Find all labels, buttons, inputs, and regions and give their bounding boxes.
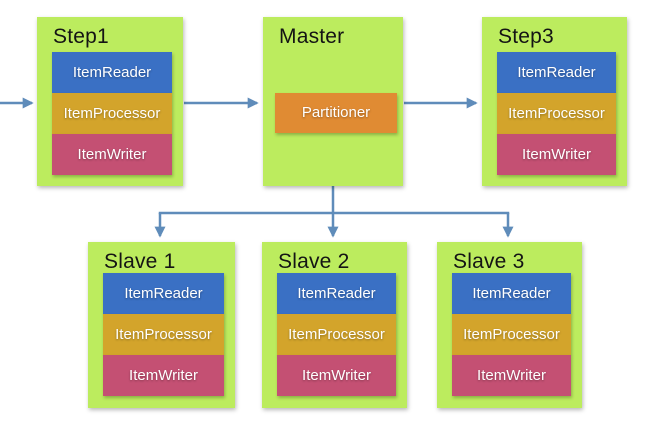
node-title: Step1 bbox=[53, 25, 109, 48]
component-itemwriter[interactable]: ItemWriter bbox=[277, 355, 396, 396]
component-itemwriter[interactable]: ItemWriter bbox=[452, 355, 571, 396]
node-step1[interactable]: Step1 ItemReader ItemProcessor ItemWrite… bbox=[37, 17, 183, 186]
node-title: Slave 3 bbox=[453, 250, 525, 273]
node-title: Step3 bbox=[498, 25, 554, 48]
component-stack: ItemReader ItemProcessor ItemWriter bbox=[103, 273, 224, 396]
component-itemreader[interactable]: ItemReader bbox=[277, 273, 396, 314]
node-slave1[interactable]: Slave 1 ItemReader ItemProcessor ItemWri… bbox=[88, 242, 235, 408]
component-stack: ItemReader ItemProcessor ItemWriter bbox=[52, 52, 172, 175]
node-master[interactable]: Master Partitioner bbox=[263, 17, 403, 186]
component-itemwriter[interactable]: ItemWriter bbox=[497, 134, 616, 175]
node-slave2[interactable]: Slave 2 ItemReader ItemProcessor ItemWri… bbox=[262, 242, 407, 408]
component-partitioner[interactable]: Partitioner bbox=[275, 93, 397, 133]
node-title: Slave 2 bbox=[278, 250, 350, 273]
node-slave3[interactable]: Slave 3 ItemReader ItemProcessor ItemWri… bbox=[437, 242, 582, 408]
component-stack: ItemReader ItemProcessor ItemWriter bbox=[277, 273, 396, 396]
component-itemprocessor[interactable]: ItemProcessor bbox=[497, 93, 616, 134]
component-itemreader[interactable]: ItemReader bbox=[452, 273, 571, 314]
component-itemwriter[interactable]: ItemWriter bbox=[103, 355, 224, 396]
component-itemprocessor[interactable]: ItemProcessor bbox=[103, 314, 224, 355]
component-stack: ItemReader ItemProcessor ItemWriter bbox=[497, 52, 616, 175]
component-itemreader[interactable]: ItemReader bbox=[52, 52, 172, 93]
component-itemreader[interactable]: ItemReader bbox=[497, 52, 616, 93]
node-title: Master bbox=[279, 25, 345, 48]
component-itemprocessor[interactable]: ItemProcessor bbox=[52, 93, 172, 134]
node-title: Slave 1 bbox=[104, 250, 176, 273]
component-stack: ItemReader ItemProcessor ItemWriter bbox=[452, 273, 571, 396]
component-itemprocessor[interactable]: ItemProcessor bbox=[452, 314, 571, 355]
node-step3[interactable]: Step3 ItemReader ItemProcessor ItemWrite… bbox=[482, 17, 627, 186]
component-itemprocessor[interactable]: ItemProcessor bbox=[277, 314, 396, 355]
component-itemwriter[interactable]: ItemWriter bbox=[52, 134, 172, 175]
component-itemreader[interactable]: ItemReader bbox=[103, 273, 224, 314]
